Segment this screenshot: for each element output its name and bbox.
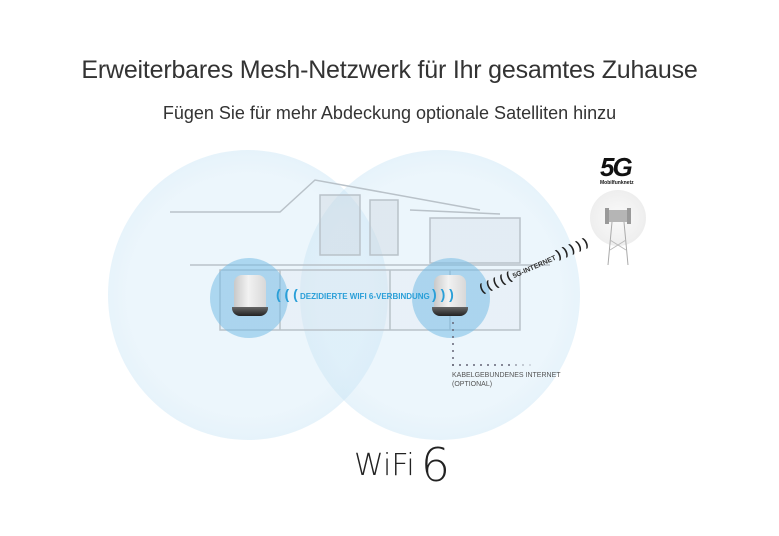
badge-5g-subtitle: Mobilfunknetz: [600, 180, 634, 186]
router-satellite: [432, 275, 468, 317]
router-main: [232, 275, 268, 317]
wifi-text: WiFi: [354, 448, 415, 483]
six-text: 6: [420, 438, 451, 492]
page-title: Erweiterbares Mesh-Netzwerk für Ihr gesa…: [81, 56, 698, 84]
cell-tower-bubble: [590, 190, 646, 266]
wave-right-icon: ) ) ): [432, 286, 454, 302]
wired-internet-label: KABELGEBUNDENES INTERNET (OPTIONAL): [452, 371, 561, 389]
connection-text: DEZIDIERTE WIFI 6-VERBINDUNG: [300, 292, 430, 301]
house-illustration: [170, 179, 550, 331]
page-subtitle: Fügen Sie für mehr Abdeckung optionale S…: [162, 103, 617, 123]
wave-left-icon: ( ( (: [276, 286, 298, 302]
wired-dots-horizontal: [452, 364, 531, 366]
cell-tower-icon: [605, 208, 631, 266]
wired-label-line2: (OPTIONAL): [452, 381, 493, 388]
dedicated-connection-label: ( ( ( DEZIDIERTE WIFI 6-VERBINDUNG ) ) ): [276, 286, 454, 302]
wired-label-line1: KABELGEBUNDENES INTERNET: [452, 372, 561, 379]
badge-5g: 5G: [600, 152, 633, 182]
